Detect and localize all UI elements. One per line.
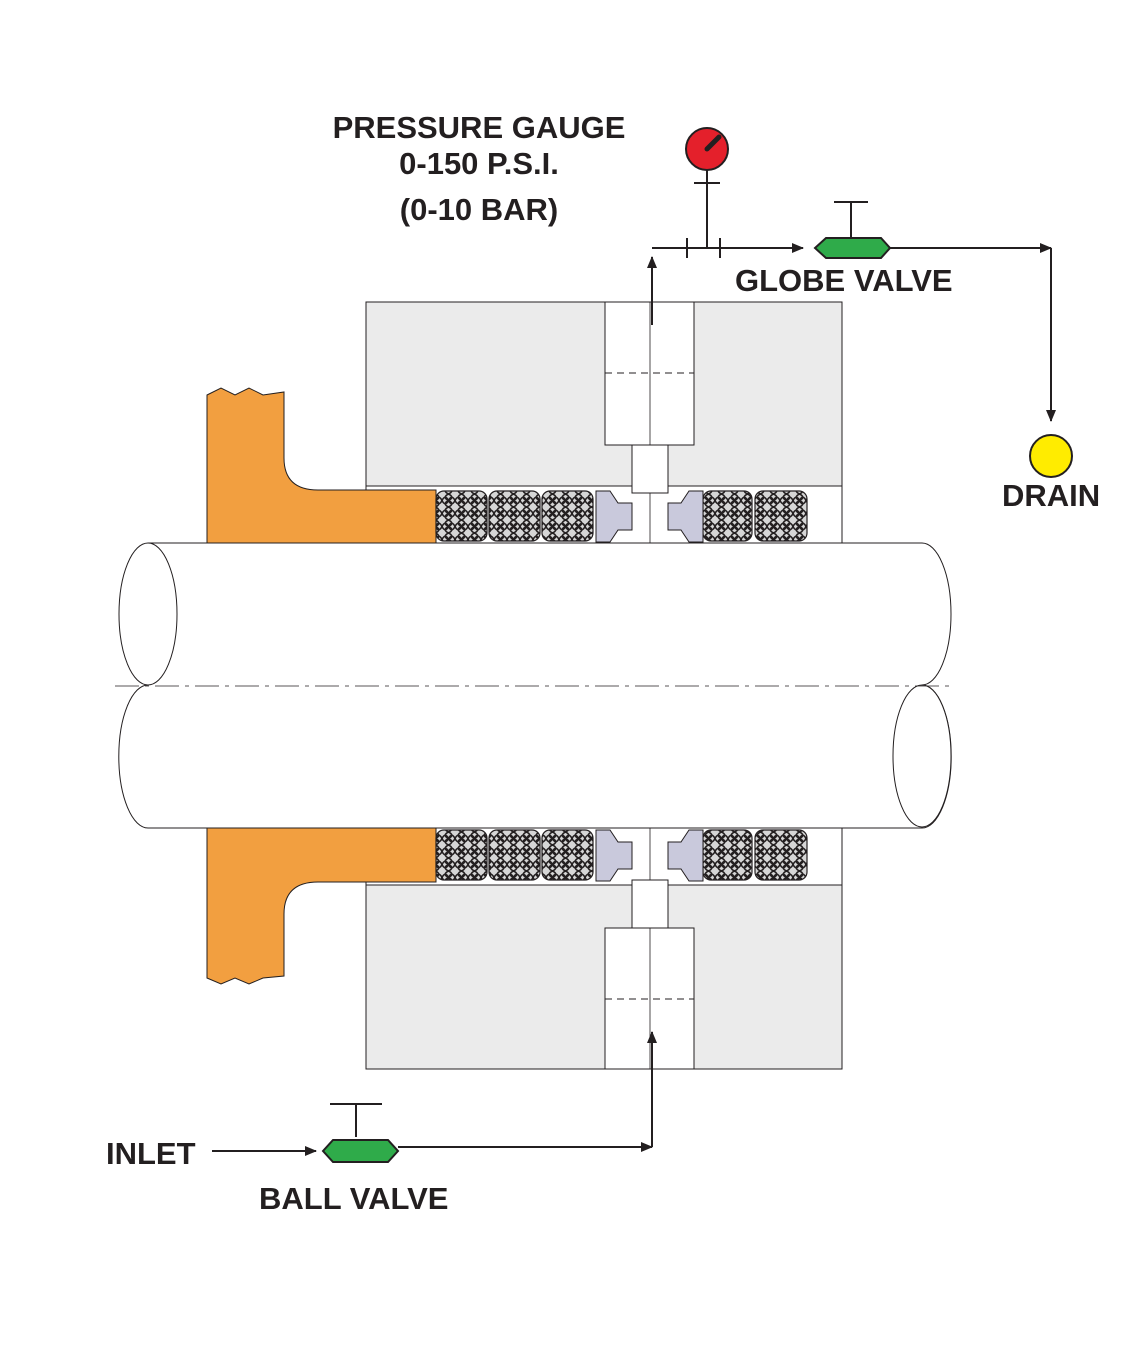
lantern-ring-upper [595,490,704,543]
flush-port-upper [604,301,695,543]
flush-port-lower [604,828,695,1070]
drain-label: DRAIN [1002,478,1101,513]
outlet-piping [647,168,1056,422]
gland-follower-upper [206,387,437,544]
globe-valve-label: GLOBE VALVE [735,263,953,298]
packing-rings-upper [435,490,808,542]
packing-rings-lower [435,829,808,881]
inlet-piping [212,1031,657,1156]
gland-follower-lower [206,827,437,985]
pressure-gauge-range-psi: 0-150 P.S.I. [399,146,559,181]
shaft [115,542,955,829]
pressure-gauge-title: PRESSURE GAUGE [332,110,626,145]
inlet-label: INLET [106,1136,196,1171]
pressure-gauge-icon [685,127,729,171]
pressure-gauge-range-bar: (0-10 BAR) [399,192,559,227]
lantern-ring-lower [595,829,704,882]
drain-icon [1029,434,1073,478]
ball-valve-label: BALL VALVE [259,1181,449,1216]
globe-valve-icon [813,237,892,259]
ball-valve-icon [321,1139,400,1163]
